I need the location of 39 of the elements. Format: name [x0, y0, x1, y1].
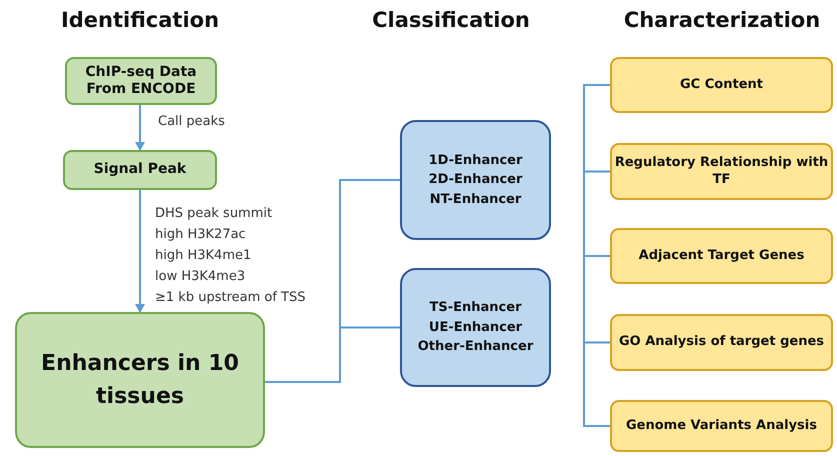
connector [583, 170, 610, 257]
node-text: UE-Enhancer [428, 318, 522, 337]
connector [265, 326, 400, 383]
node-text: Adjacent Target Genes [638, 248, 804, 264]
node-text: NT-Enhancer [430, 190, 522, 209]
analysis-box [610, 143, 833, 200]
criterion-text: high H3K4me1 [155, 247, 252, 265]
edge-label: Call peaks [158, 113, 225, 131]
node-text: GO Analysis of target genes [618, 334, 824, 351]
node-text: TS-Enhancer [430, 299, 522, 318]
analysis-box [610, 314, 833, 371]
connector [135, 105, 145, 151]
section-heading: Characterization [622, 8, 822, 32]
node-text: Signal Peak [94, 161, 186, 179]
connector [583, 84, 610, 172]
section-heading: Classification [371, 8, 531, 32]
node-text: 1D-Enhancer [428, 152, 522, 170]
node-text: Regulatory Relationship with TF [614, 154, 830, 188]
node-text: Other-Enhancer [418, 338, 534, 356]
node-text: Genome Variants Analysis [626, 418, 817, 434]
process-box [63, 150, 217, 190]
analysis-box [610, 228, 833, 284]
connector [583, 342, 610, 427]
node-text: 2D-Enhancer [428, 171, 522, 190]
node-text: ChIP-seq Data From ENCODE [84, 64, 198, 98]
analysis-box [610, 400, 833, 452]
result-box [15, 312, 265, 448]
criterion-text: high H3K27ac [155, 226, 246, 244]
node-text: GC Content [680, 76, 763, 94]
node-text: Enhancers in 10 tissues [40, 350, 240, 411]
analysis-box [610, 57, 833, 113]
category-box [400, 120, 551, 240]
category-box [400, 268, 551, 387]
connector [135, 190, 145, 313]
criterion-text: DHS peak summit [155, 205, 272, 223]
process-box [65, 57, 217, 105]
section-heading: Identification [60, 8, 220, 32]
criterion-text: ≥1 kb upstream of TSS [155, 289, 306, 307]
connector [583, 255, 610, 344]
